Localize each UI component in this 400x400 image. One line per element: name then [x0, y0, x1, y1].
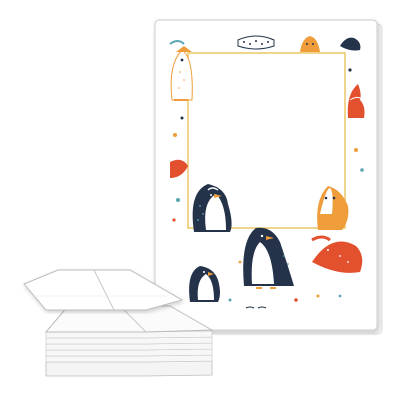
folded-paper-stack-icon: [23, 269, 214, 377]
owl-icon: [170, 46, 193, 101]
spotted-creature-icon: [237, 35, 275, 50]
penguin-icon-small: [189, 266, 220, 302]
confetti-icon: [338, 294, 342, 298]
navy-bird-icon: [340, 37, 361, 51]
photo-frame-card: [154, 19, 383, 335]
fox-icon-right: [347, 84, 365, 118]
confetti-icon: [172, 218, 176, 222]
confetti-icon: [360, 168, 364, 172]
confetti-icon: [316, 294, 320, 298]
footprints-icon: [245, 306, 267, 309]
confetti-icon: [294, 298, 298, 302]
paper-stack-layers: [45, 330, 213, 377]
confetti-icon: [180, 116, 184, 120]
unfolding-sheet-crease: [93, 269, 115, 311]
penguin-icon-center: [243, 227, 294, 289]
fox-icon-left: [170, 159, 188, 178]
confetti-icon: [228, 298, 232, 302]
orange-cat-icon: [300, 36, 320, 52]
penguin-icon-left: [192, 184, 232, 232]
confetti-icon: [348, 68, 352, 72]
confetti-icon: [173, 133, 177, 137]
unfolding-sheet: [23, 269, 184, 311]
teal-seal-icon: [169, 40, 185, 45]
confetti-icon: [238, 260, 242, 264]
confetti-icon: [354, 148, 358, 152]
confetti-icon: [176, 198, 180, 202]
owl-icon-right: [317, 186, 349, 230]
seal-icon: [311, 235, 363, 273]
